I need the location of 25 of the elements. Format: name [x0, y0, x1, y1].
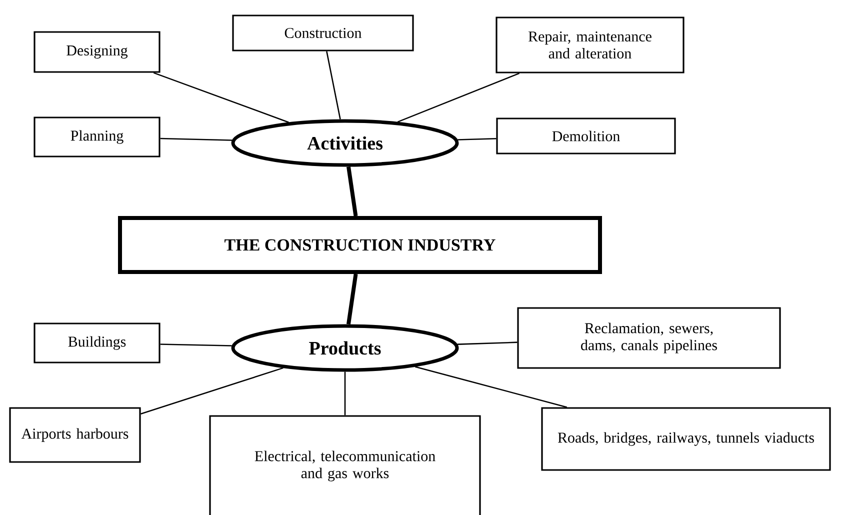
connector-line	[160, 344, 232, 346]
connector-line	[457, 342, 518, 345]
text-box: Designing	[34, 31, 160, 73]
text-box: Reclamation, sewers, dams, canals pipelines	[517, 307, 781, 369]
text-box: Roads, bridges, railways, tunnels viaducts	[541, 407, 831, 471]
connector-line	[458, 138, 496, 140]
connector-line	[344, 372, 346, 416]
text-box: Airports harbours	[9, 407, 141, 463]
connector-line	[346, 166, 358, 216]
ellipse-node: Products	[231, 324, 459, 372]
text-box: Construction	[232, 14, 414, 52]
ellipse-node: Activities	[231, 119, 459, 167]
connector-line	[414, 366, 568, 408]
connector-line	[153, 72, 289, 123]
text-box: Repair, maintenance and alteration	[496, 16, 684, 74]
text-box: Planning	[34, 116, 160, 158]
connector-line	[140, 367, 284, 414]
title-box: THE CONSTRUCTION INDUSTRY	[118, 216, 602, 274]
connector-line	[326, 51, 341, 120]
connector-line	[160, 138, 232, 141]
text-box: Electrical, telecommunication and gas works	[209, 415, 481, 515]
connector-line	[346, 274, 358, 325]
connector-line	[397, 72, 520, 123]
text-box: Demolition	[496, 118, 676, 154]
text-box: Buildings	[34, 322, 160, 364]
